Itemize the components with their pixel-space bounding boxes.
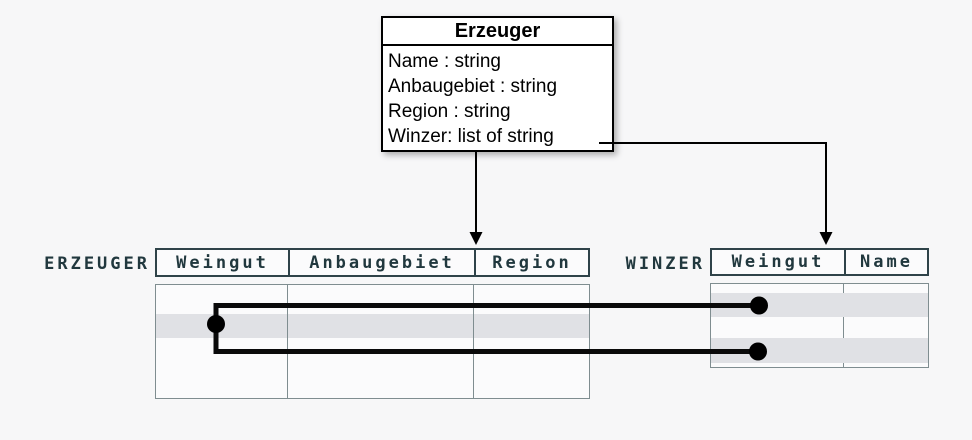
class-box-erzeuger: Erzeuger Name : string Anbaugebiet : str… — [381, 16, 614, 152]
erzeuger-highlight-row — [156, 314, 589, 338]
arrowhead-to-erzeuger — [469, 232, 483, 245]
winzer-col-weingut: Weingut — [731, 252, 825, 272]
winzer-highlight-row-2 — [711, 338, 928, 363]
arrowhead-to-winzer — [819, 232, 833, 245]
table-label-winzer: WINZER — [625, 254, 705, 274]
erzeuger-body — [155, 284, 590, 399]
table-label-erzeuger: ERZEUGER — [44, 254, 150, 274]
class-box-attributes: Name : string Anbaugebiet : string Regio… — [383, 46, 612, 149]
winzer-highlight-row-1 — [711, 293, 928, 317]
class-attr-anbaugebiet: Anbaugebiet : string — [388, 76, 558, 97]
winzer-body — [710, 283, 929, 368]
class-attr-name: Name : string — [388, 51, 501, 72]
winzer-header: Weingut Name — [710, 248, 929, 276]
class-attr-winzer: Winzer: list of string — [388, 126, 554, 147]
erzeuger-col-weingut: Weingut — [176, 252, 269, 273]
column-separator — [843, 284, 844, 367]
erzeuger-col-region: Region — [474, 250, 588, 275]
column-separator — [473, 285, 474, 398]
arrow-to-winzer — [599, 142, 827, 234]
winzer-col-name: Name — [844, 250, 927, 274]
class-box-title: Erzeuger — [383, 18, 612, 46]
column-separator — [287, 285, 288, 398]
erzeuger-col-anbaugebiet: Anbaugebiet — [288, 250, 474, 275]
erzeuger-header: Weingut Anbaugebiet Region — [155, 248, 590, 277]
class-attr-region: Region : string — [388, 101, 511, 122]
